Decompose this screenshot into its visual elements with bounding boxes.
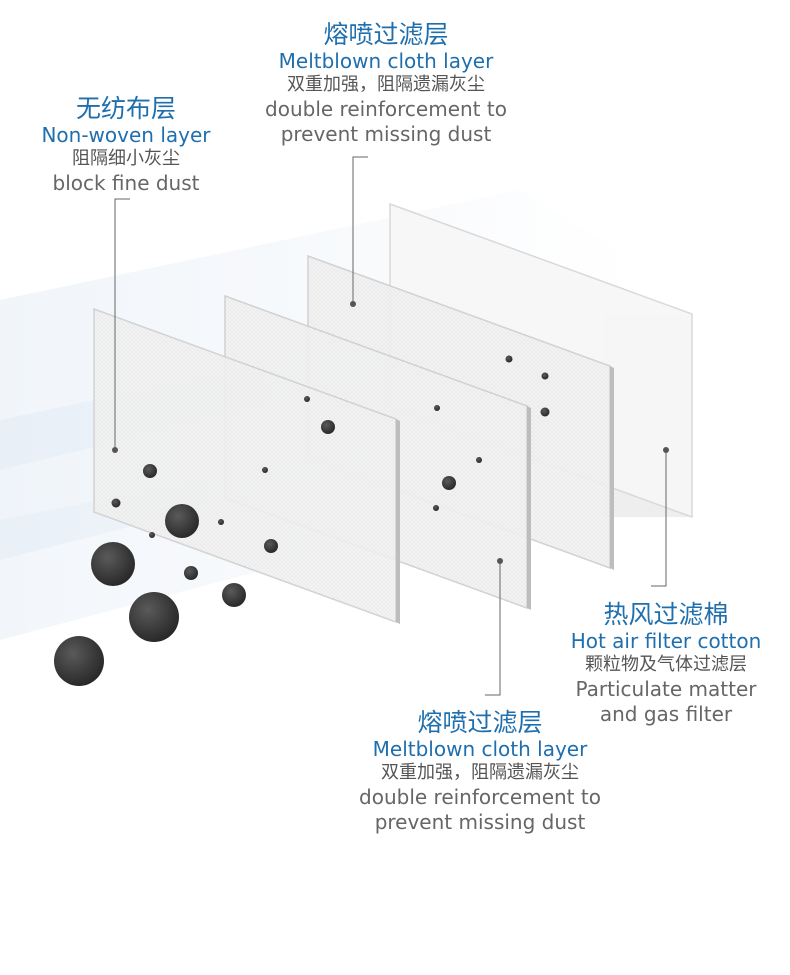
nonwoven-cn-title: 无纺布层 [75,94,176,123]
meltblown-bottom-en-desc-1: double reinforcement to [359,785,601,809]
meltblown-top-cn-desc: 双重加强，阻隔遗漏灰尘 [287,74,485,95]
label-nonwoven: 无纺布层 Non-woven layer 阻隔细小灰尘 block fine d… [0,94,252,196]
hot-air-cn-desc: 颗粒物及气体过滤层 [585,654,747,675]
hot-air-en-desc-1: Particulate matter [575,677,757,701]
meltblown-bottom-cn-desc: 双重加强，阻隔遗漏灰尘 [381,762,579,783]
layer-panel-nonwoven [93,307,400,624]
meltblown-top-en-desc-2: prevent missing dust [280,122,492,146]
meltblown-bottom-en-desc-2: prevent missing dust [374,810,586,834]
label-hot-air: 热风过滤棉 Hot air filter cotton 颗粒物及气体过滤层 Pa… [548,600,784,727]
leader-dots [112,301,669,564]
meltblown-top-en-desc-1: double reinforcement to [265,97,507,121]
meltblown-top-en-title: Meltblown cloth layer [278,49,494,73]
label-meltblown-bottom: 熔喷过滤层 Meltblown cloth layer 双重加强，阻隔遗漏灰尘 … [330,708,630,835]
hot-air-cn-title: 热风过滤棉 [603,600,729,629]
label-meltblown-top: 熔喷过滤层 Meltblown cloth layer 双重加强，阻隔遗漏灰尘 … [236,20,536,147]
hot-air-en-desc-2: and gas filter [599,702,733,726]
nonwoven-en-title: Non-woven layer [41,123,211,147]
dust-particles [54,355,550,686]
hot-air-en-title: Hot air filter cotton [570,629,762,653]
nonwoven-cn-desc: 阻隔细小灰尘 [72,148,180,169]
meltblown-top-cn-title: 熔喷过滤层 [323,20,449,49]
leader-lines [114,156,667,696]
nonwoven-en-desc: block fine dust [52,171,200,195]
meltblown-bottom-cn-title: 熔喷过滤层 [417,708,543,737]
meltblown-bottom-en-title: Meltblown cloth layer [372,737,588,761]
